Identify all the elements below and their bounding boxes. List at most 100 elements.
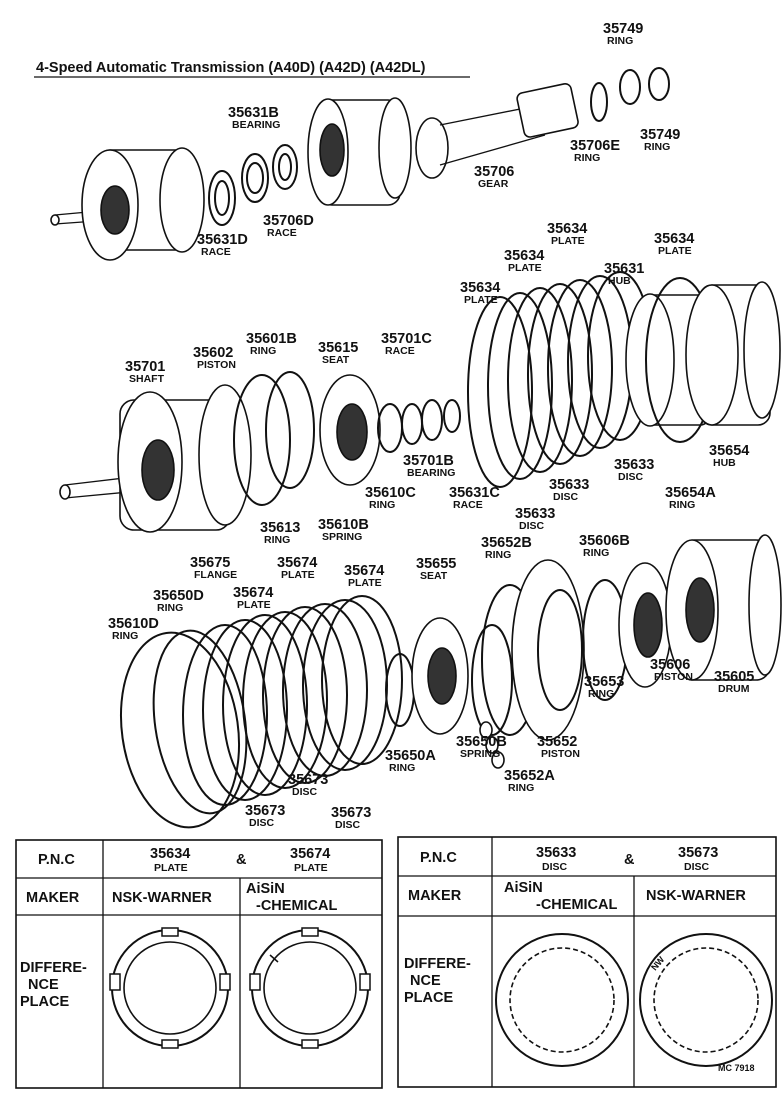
callout-part-name: RING: [264, 534, 290, 546]
callout-part-name: RING: [508, 782, 534, 794]
table-left-pnc2: 35674: [290, 846, 330, 862]
table-right-maker1-line2: -CHEMICAL: [536, 897, 617, 913]
callout-part-number: 35610C: [365, 485, 416, 501]
callout-part-name: PLATE: [658, 245, 692, 257]
table-right-border: [397, 836, 777, 1088]
table-right-pnc1: 35633: [536, 845, 576, 861]
table-left-maker2-line1: AiSiN: [246, 881, 285, 897]
callout-part-name: PLATE: [348, 577, 382, 589]
callout-part-number: 35654: [709, 443, 749, 459]
callout-part-name: SEAT: [322, 354, 350, 366]
callout-part-number: 35706: [474, 164, 514, 180]
table-left-maker-label: MAKER: [26, 890, 80, 906]
callout-part-number: 35652: [537, 734, 577, 750]
callout-part-name: RACE: [385, 345, 415, 357]
callout-part-name: RING: [369, 499, 395, 511]
callout-part-number: 35631C: [449, 485, 500, 501]
callout-part-name: HUB: [608, 275, 631, 287]
plate-nsk-warner-drawing: [109, 927, 231, 1049]
callout-part-number: 35633: [614, 457, 654, 473]
callout-part-number: 35749: [640, 127, 680, 143]
disc-nsk-warner-drawing: NW: [639, 933, 773, 1067]
callout-part-number: 35706E: [570, 138, 620, 154]
callout-part-number: 35615: [318, 340, 358, 356]
table-left-pnc-label: P.N.C: [38, 852, 75, 868]
callout-part-name: RING: [583, 547, 609, 559]
table-right-maker1-line1: AiSiN: [504, 880, 543, 896]
callout-part-number: 35631: [604, 261, 644, 277]
table-right-pnc2-name: DISC: [684, 861, 710, 873]
callout-part-number: 35650B: [456, 734, 507, 750]
table-left-border: [15, 839, 383, 1089]
callout-part-name: HUB: [713, 457, 736, 469]
callout-part-name: PLATE: [237, 599, 271, 611]
callout-part-number: 35650A: [385, 748, 436, 764]
callout-part-number: 35701C: [381, 331, 432, 347]
callout-part-number: 35634: [460, 280, 500, 296]
table-left-maker1: NSK-WARNER: [112, 890, 212, 906]
callout-part-name: DISC: [618, 471, 644, 483]
callout-part-number: 35610D: [108, 616, 159, 632]
callout-part-name: PISTON: [197, 359, 236, 371]
table-right-diff-line3: PLACE: [404, 990, 453, 1006]
callout-part-number: 35706D: [263, 213, 314, 229]
callout-part-name: RING: [588, 688, 614, 700]
callout-part-name: PLATE: [281, 569, 315, 581]
callout-part-number: 35673: [288, 772, 328, 788]
table-left-maker2-line2: -CHEMICAL: [256, 898, 337, 914]
callout-part-name: PLATE: [464, 294, 498, 306]
callout-part-name: RING: [485, 549, 511, 561]
disc-aisin-chemical-drawing: [495, 933, 629, 1067]
table-right-pnc2: 35673: [678, 845, 718, 861]
row2-parts: [59, 271, 781, 533]
callout-part-name: DISC: [249, 817, 275, 829]
callout-part-number: 35673: [245, 803, 285, 819]
callout-part-number: 35613: [260, 520, 300, 536]
callout-part-name: GEAR: [478, 178, 509, 190]
table-right-maker2: NSK-WARNER: [646, 888, 746, 904]
comparison-table-right: P.N.C 35633 DISC & 35673 DISC MAKER AiSi…: [397, 836, 777, 1088]
callout-part-name: BEARING: [407, 467, 455, 479]
footer-code: MC 7918: [718, 1063, 755, 1073]
callout-part-name: RACE: [267, 227, 297, 239]
table-left-pnc1: 35634: [150, 846, 190, 862]
callout-part-number: 35650D: [153, 588, 204, 604]
table-right-maker-label: MAKER: [408, 888, 462, 904]
callout-part-name: RING: [574, 152, 600, 164]
callout-part-number: 35634: [504, 248, 544, 264]
callout-part-number: 35605: [714, 669, 754, 685]
callout-part-name: FLANGE: [194, 569, 237, 581]
callout-part-number: 35701B: [403, 453, 454, 469]
callout-part-number: 35606B: [579, 533, 630, 549]
table-left-diff-line3: PLACE: [20, 994, 69, 1010]
callout-part-name: DISC: [335, 819, 361, 831]
callout-part-number: 35601B: [246, 331, 297, 347]
callout-part-name: RING: [250, 345, 276, 357]
callout-part-number: 35675: [190, 555, 230, 571]
callout-part-number: 35652B: [481, 535, 532, 551]
callout-part-name: SHAFT: [129, 373, 165, 385]
callout-part-name: SEAT: [420, 570, 448, 582]
callout-part-number: 35674: [233, 585, 273, 601]
callout-part-name: PLATE: [508, 262, 542, 274]
callout-part-number: 35674: [344, 563, 384, 579]
callout-part-number: 35749: [603, 21, 643, 37]
callout-part-number: 35633: [549, 477, 589, 493]
callout-part-name: SPRING: [322, 531, 362, 543]
callout-part-number: 35674: [277, 555, 317, 571]
callout-part-name: RING: [389, 762, 415, 774]
callout-part-number: 35654A: [665, 485, 716, 501]
table-left-diff-line1: DIFFERE-: [20, 960, 87, 976]
callout-part-name: RING: [669, 499, 695, 511]
callout-part-name: PLATE: [551, 235, 585, 247]
callout-part-name: RING: [157, 602, 183, 614]
table-left-pnc1-name: PLATE: [154, 862, 188, 874]
callout-part-number: 35631D: [197, 232, 248, 248]
callout-part-name: DISC: [292, 786, 318, 798]
diagram-title: 4-Speed Automatic Transmission (A40D) (A…: [36, 60, 426, 76]
callout-part-number: 35634: [654, 231, 694, 247]
callout-part-number: 35633: [515, 506, 555, 522]
table-right-pnc-label: P.N.C: [420, 850, 457, 866]
table-right-diff-line1: DIFFERE-: [404, 956, 471, 972]
